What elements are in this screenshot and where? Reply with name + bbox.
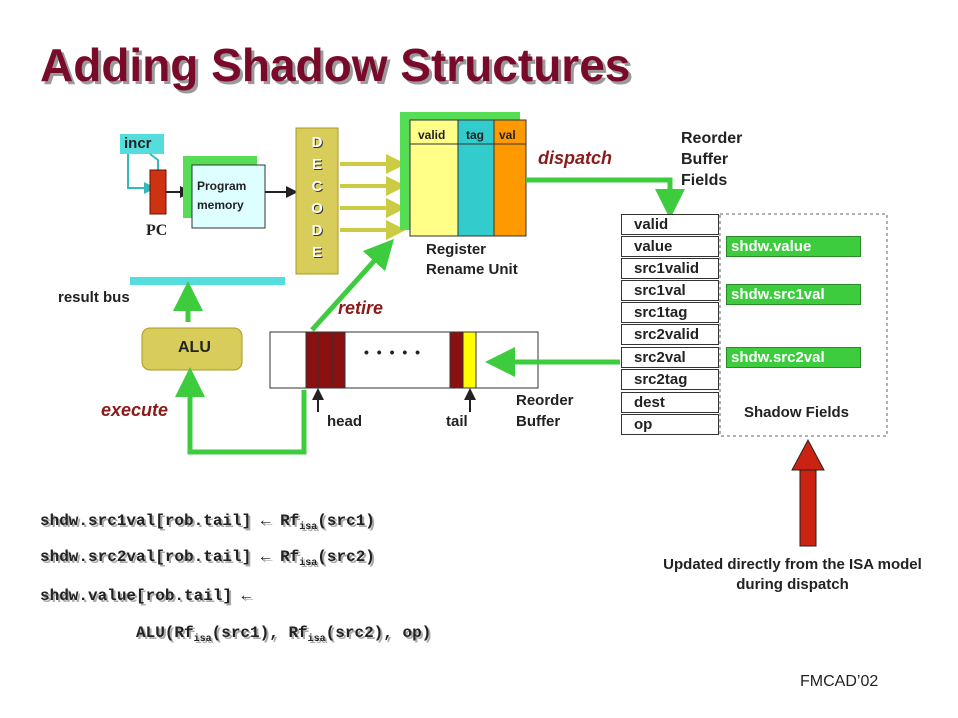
rob-field: valid <box>621 214 719 235</box>
rob-slot-1 <box>305 331 320 389</box>
rob-tail-slot <box>462 331 477 389</box>
dispatch-label: dispatch <box>538 148 613 168</box>
pc-label: PC <box>146 222 168 239</box>
reorder-buffer-fields-label: Reorder Buffer Fields <box>681 130 743 189</box>
footer-label: FMCAD’02 <box>800 673 879 690</box>
rename-col-tag <box>457 119 495 237</box>
code-line-4: ALU(Rfisa(src1), Rfisa(src2), op) <box>136 624 432 646</box>
rob-field: op <box>621 414 719 435</box>
rob-slot-2 <box>318 331 333 389</box>
code-line-3: shdw.value[rob.tail] ← <box>40 587 252 605</box>
rob-slot-4 <box>449 331 464 389</box>
decode-letter: E <box>311 156 322 173</box>
decode-letter: D <box>311 222 323 239</box>
update-arrow-shaft <box>799 469 817 547</box>
rob-slot-3 <box>331 331 346 389</box>
rob-field: src1val <box>621 280 719 301</box>
pc-register <box>149 169 167 215</box>
rename-col-label-val: val <box>499 128 516 142</box>
decode-letter: C <box>311 178 323 195</box>
rob-field: src1valid <box>621 258 719 279</box>
rename-col-valid <box>409 119 459 237</box>
result-bus-bar <box>130 277 285 285</box>
alu-label: ALU <box>178 339 211 356</box>
updated-note: Updated directly from the ISA model duri… <box>663 556 922 593</box>
shadow-field-value: shdw.value <box>726 236 861 257</box>
shadow-field-src1val: shdw.src1val <box>726 284 861 305</box>
shadow-field-src2val: shdw.src2val <box>726 347 861 368</box>
rob-field: value <box>621 236 719 257</box>
incr-label: incr <box>124 135 152 152</box>
rob-field: dest <box>621 392 719 413</box>
retire-arrow <box>310 238 395 332</box>
execute-label: execute <box>101 400 169 420</box>
register-rename-label: Register Rename Unit <box>426 241 518 278</box>
decode-box <box>295 127 339 275</box>
result-bus-label: result bus <box>58 289 130 306</box>
shadow-fields-region <box>719 213 888 437</box>
incr-loop-arrow <box>127 154 156 194</box>
rob-field: src2valid <box>621 324 719 345</box>
decode-letter: D <box>311 134 323 151</box>
code-line-2: shdw.src2val[rob.tail] ← Rfisa(src2) <box>40 548 375 570</box>
rename-col-label-tag: tag <box>466 128 484 142</box>
shadow-fields-label: Shadow Fields <box>744 404 850 421</box>
page-title: Adding Shadow Structures <box>40 39 631 91</box>
program-memory-box <box>191 164 266 229</box>
execute-arrow <box>175 367 307 455</box>
decode-letter: O <box>311 200 323 217</box>
rob-field: src2tag <box>621 369 719 390</box>
reorder-buffer-label: Reorder Buffer <box>516 392 574 430</box>
update-arrow-head <box>791 438 825 471</box>
rename-col-label-valid: valid <box>418 128 446 142</box>
rob-field: src1tag <box>621 302 719 323</box>
program-memory-label: Program memory <box>197 179 247 212</box>
dispatch-arrow <box>526 177 685 219</box>
incr-box <box>120 134 164 154</box>
code-line-1: shdw.src1val[rob.tail] ← Rfisa(src1) <box>40 512 375 534</box>
rob-field: src2val <box>621 347 719 368</box>
head-label: head <box>327 413 363 430</box>
rob-dots: • • • • • <box>364 344 423 360</box>
rename-col-val <box>493 119 527 237</box>
tail-label: tail <box>446 413 468 430</box>
decode-letter: E <box>311 244 322 261</box>
incr-feed-line <box>149 153 159 170</box>
retire-label: retire <box>338 298 384 318</box>
